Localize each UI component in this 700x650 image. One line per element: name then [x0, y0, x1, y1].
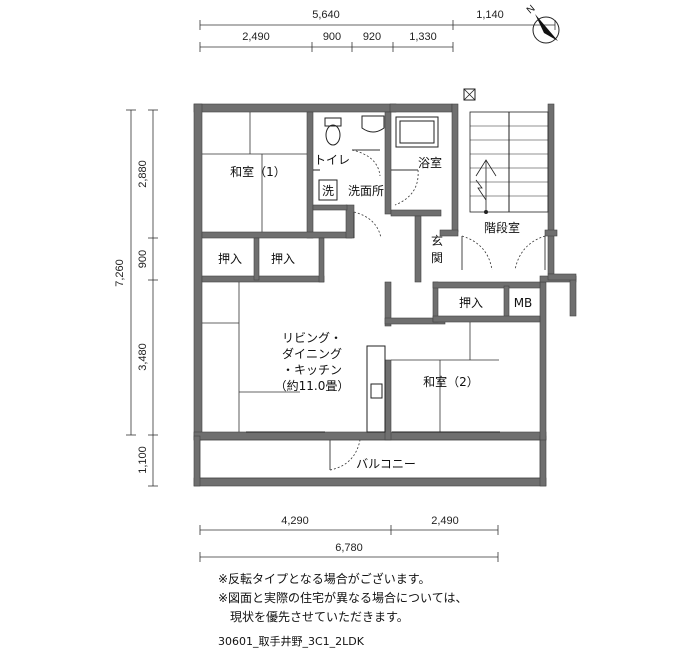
label-closet3: 押入 [459, 296, 483, 310]
dim-left-seg-3: 3,480 [137, 343, 149, 371]
label-washitsu2: 和室（2） [423, 374, 479, 389]
svg-text:N: N [525, 3, 538, 16]
label-genkan-1: 玄 [431, 233, 443, 248]
top-dimensions: 5,640 1,140 2,490 900 920 1,330 [199, 9, 556, 52]
label-mb: MB [514, 296, 533, 310]
dim-left-seg-4: 1,100 [137, 446, 149, 474]
balcony-area [199, 439, 541, 479]
tatami-washitsu2 [391, 322, 499, 432]
label-stairwell: 階段室 [484, 220, 520, 235]
dim-top-seg-3: 920 [363, 31, 381, 43]
dim-top-seg-1: 2,490 [242, 31, 270, 43]
kitchen-counter [366, 345, 386, 433]
label-ldk-line2: ダイニング [282, 346, 342, 361]
washbasin-fixture [361, 115, 385, 133]
note-line-2: ※図面と実際の住宅が異なる場合については、 [218, 591, 468, 605]
label-washroom: 洗面所 [348, 184, 384, 198]
label-toilet: トイレ [314, 153, 350, 167]
dim-bottom-seg-1: 4,290 [281, 515, 309, 527]
dim-bottom-total: 6,780 [335, 542, 363, 554]
note-line-1: ※反転タイプとなる場合がございます。 [218, 572, 431, 586]
bathtub-fixture [395, 116, 439, 148]
label-ldk-line3: ・キッチン [282, 363, 342, 377]
dim-left-seg-1: 2,880 [137, 160, 149, 188]
label-bath: 浴室 [418, 155, 442, 170]
label-washitsu1: 和室（1） [230, 164, 286, 179]
dim-left-total: 7,260 [114, 259, 126, 287]
label-genkan-2: 関 [431, 251, 443, 265]
label-closet2: 押入 [271, 252, 295, 266]
label-balcony: バルコニー [356, 457, 416, 471]
doors [246, 149, 546, 471]
label-ldk-line4: （約11.0畳） [275, 378, 350, 393]
stairwell-steps [469, 111, 549, 214]
toilet-fixture [324, 117, 342, 146]
label-ldk-line1: リビング・ [282, 331, 342, 345]
notes: ※反転タイプとなる場合がございます。 ※図面と実際の住宅が異なる場合については、… [218, 570, 467, 627]
note-line-3: 現状を優先させていただきます。 [218, 610, 409, 624]
tatami-washitsu1 [202, 112, 307, 232]
bottom-dimensions: 4,290 2,490 6,780 [199, 515, 499, 562]
north-arrow-icon: N [525, 3, 560, 44]
tatami-ldk [202, 282, 300, 432]
label-closet1: 押入 [218, 252, 242, 266]
walls [193, 103, 577, 487]
room-labels: 和室（1） トイレ 洗 洗面所 浴室 階段室 玄 関 押入 押入 押入 MB リ… [218, 153, 532, 471]
plan-caption: 30601_取手井野_3C1_2LDK [218, 635, 364, 648]
dim-top-right: 1,140 [476, 9, 504, 21]
dim-top-total: 5,640 [312, 9, 340, 21]
left-dimensions: 7,260 2,880 900 3,480 1,100 [114, 109, 158, 487]
dim-bottom-seg-2: 2,490 [431, 515, 459, 527]
label-washer: 洗 [322, 184, 334, 198]
ventilation-icon [463, 88, 476, 101]
dim-top-seg-2: 900 [323, 31, 341, 43]
dim-left-seg-2: 900 [137, 250, 149, 268]
washer-box [318, 179, 338, 201]
dim-top-seg-4: 1,330 [409, 31, 437, 43]
